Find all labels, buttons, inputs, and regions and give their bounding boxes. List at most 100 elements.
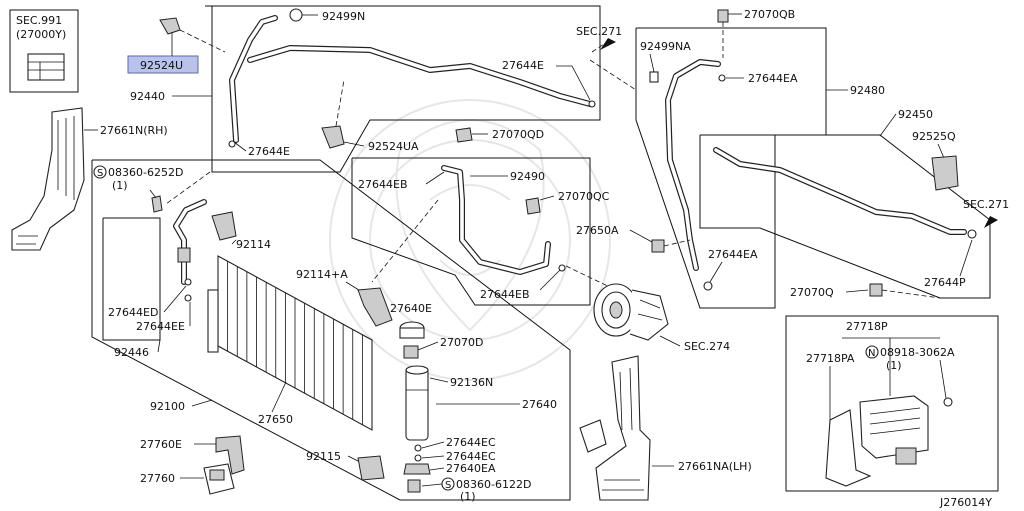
oring-27644EA-mid-icon xyxy=(703,281,713,291)
nut-marker-N-icon xyxy=(865,345,879,359)
shield-27661N xyxy=(11,107,85,251)
fitting-92446-icon xyxy=(177,247,191,263)
label-27644EA-mid[interactable]: 27644EA xyxy=(708,248,758,261)
bolt-27070QC-icon xyxy=(525,197,541,215)
label-27644EA-top[interactable]: 27644EA xyxy=(748,72,798,85)
label-92114[interactable]: 92114 xyxy=(236,238,271,251)
label-08360-6122D[interactable]: 08360-6122D xyxy=(456,478,531,491)
bracket-92524UA-icon xyxy=(321,125,345,149)
label-92446[interactable]: 92446 xyxy=(114,346,149,359)
pipe-92446 xyxy=(173,199,207,285)
oring-27644EC-1-icon xyxy=(414,444,422,452)
label-92480[interactable]: 92480 xyxy=(850,84,885,97)
oring-27644P-icon xyxy=(967,229,977,239)
label-27070QC[interactable]: 27070QC xyxy=(558,190,610,203)
bolt-27070Q-icon xyxy=(869,283,883,297)
label-27760E[interactable]: 27760E xyxy=(140,438,182,451)
oring-27644EE-icon xyxy=(184,294,192,302)
label-08918-3062A[interactable]: 08918-3062A xyxy=(880,346,955,359)
oring-27644EC-2-icon xyxy=(414,454,422,462)
clip-92525Q-icon xyxy=(931,155,959,191)
highlight-92524U[interactable] xyxy=(127,55,199,74)
label-27650[interactable]: 27650 xyxy=(258,413,293,426)
label-92524UA[interactable]: 92524UA xyxy=(368,140,419,153)
hose-92480 xyxy=(665,59,721,271)
label-27070QB[interactable]: 27070QB xyxy=(744,8,795,21)
label-27650A[interactable]: 27650A xyxy=(576,224,619,237)
label-27644EC-1[interactable]: 27644EC xyxy=(446,436,496,449)
label-27644EC-2[interactable]: 27644EC xyxy=(446,450,496,463)
label-27644EE[interactable]: 27644EE xyxy=(136,320,185,333)
label-08918-3062A-qty: (1) xyxy=(886,359,902,372)
label-27644ED[interactable]: 27644ED xyxy=(108,306,158,319)
label-92100[interactable]: 92100 xyxy=(150,400,185,413)
sec-991-title: SEC.991 xyxy=(16,14,62,27)
svg-text:S: S xyxy=(97,168,103,179)
svg-text:N: N xyxy=(868,348,875,359)
label-sec274[interactable]: SEC.274 xyxy=(684,340,730,353)
label-plate-icon xyxy=(27,53,65,81)
hose-92490 xyxy=(441,165,551,275)
label-sec271-top[interactable]: SEC.271 xyxy=(576,25,622,38)
bracket-27640EA-icon xyxy=(403,463,431,475)
label-27661N[interactable]: 27661N(RH) xyxy=(100,124,168,137)
cap-92499NA-icon xyxy=(649,71,659,83)
hose-92450 xyxy=(713,147,967,235)
bracket-92524U-icon xyxy=(159,17,181,35)
bolt-marker-S-icon xyxy=(93,165,107,179)
bolt-27070QD-icon xyxy=(455,127,473,143)
sensor-27718P-icon xyxy=(825,395,929,487)
cap-92499N-icon xyxy=(289,8,303,22)
label-92440[interactable]: 92440 xyxy=(130,90,165,103)
plug-27070D-icon xyxy=(403,345,419,359)
label-27760[interactable]: 27760 xyxy=(140,472,175,485)
bolt-08360-6122D-icon xyxy=(407,479,421,493)
label-08360-6122D-qty: (1) xyxy=(460,490,476,503)
hose-92440 xyxy=(229,15,593,143)
bracket-92114-icon xyxy=(211,211,237,241)
compressor-icon xyxy=(593,283,669,341)
bolt-27070QB-icon xyxy=(717,9,729,23)
oring-27644E-top-icon xyxy=(588,100,596,108)
svg-text:S: S xyxy=(445,480,451,491)
label-27644EB-bot[interactable]: 27644EB xyxy=(480,288,530,301)
label-08360-6252D[interactable]: 08360-6252D xyxy=(108,166,183,179)
shield-27661NA xyxy=(579,355,651,501)
label-27070QD[interactable]: 27070QD xyxy=(492,128,544,141)
label-27661NA[interactable]: 27661NA(LH) xyxy=(678,460,752,473)
label-27640EA[interactable]: 27640EA xyxy=(446,462,496,475)
label-92450[interactable]: 92450 xyxy=(898,108,933,121)
bracket-92115-icon xyxy=(357,455,385,481)
label-92136N[interactable]: 92136N xyxy=(450,376,493,389)
label-92525Q[interactable]: 92525Q xyxy=(912,130,956,143)
label-27644P[interactable]: 27644P xyxy=(924,276,966,289)
sec-991-box: SEC.991 (27000Y) xyxy=(16,14,66,81)
label-27718P[interactable]: 27718P xyxy=(846,320,888,333)
nut-08918-3062A-icon xyxy=(943,397,953,407)
label-27640[interactable]: 27640 xyxy=(522,398,557,411)
oring-27644ED-icon xyxy=(184,278,192,286)
label-92524U[interactable]: 92524U xyxy=(140,59,183,72)
label-27718PA[interactable]: 27718PA xyxy=(806,352,855,365)
label-27070D[interactable]: 27070D xyxy=(440,336,483,349)
label-92490[interactable]: 92490 xyxy=(510,170,545,183)
bolt-27650A-icon xyxy=(651,239,665,253)
label-27070Q[interactable]: 27070Q xyxy=(790,286,834,299)
bracket-92114A-icon xyxy=(357,287,393,327)
label-27640E[interactable]: 27640E xyxy=(390,302,432,315)
label-sec271-right[interactable]: SEC.271 xyxy=(963,198,1009,211)
condenser-27650 xyxy=(207,255,373,431)
label-92499NA[interactable]: 92499NA xyxy=(640,40,691,53)
label-27644E-top[interactable]: 27644E xyxy=(502,59,544,72)
label-92115[interactable]: 92115 xyxy=(306,450,341,463)
oring-27644E-left-icon xyxy=(228,140,236,148)
oring-27644EA-top-icon xyxy=(718,74,726,82)
arrow-sec271-right-icon xyxy=(984,216,998,228)
label-92499N[interactable]: 92499N xyxy=(322,10,365,23)
label-27644EB-top[interactable]: 27644EB xyxy=(358,178,408,191)
label-27644E-left[interactable]: 27644E xyxy=(248,145,290,158)
bolt-08360-6252D-icon xyxy=(151,195,163,213)
sec-991-sub: (27000Y) xyxy=(16,28,66,41)
label-92114A[interactable]: 92114+A xyxy=(296,268,348,281)
